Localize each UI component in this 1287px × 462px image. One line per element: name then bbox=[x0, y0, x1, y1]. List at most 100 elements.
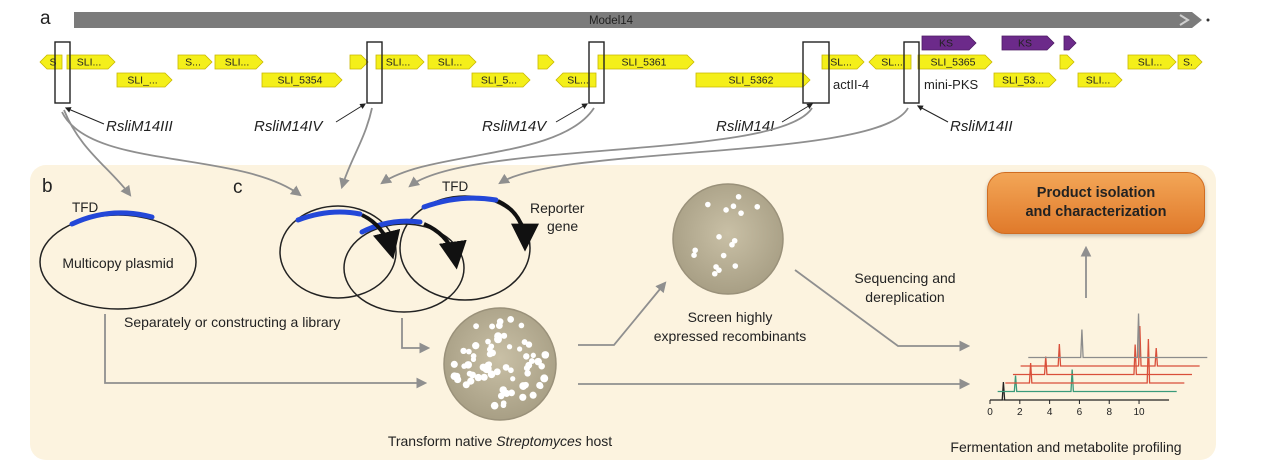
colony-dot bbox=[489, 323, 496, 330]
colony-dot bbox=[716, 234, 722, 240]
pointer-rslim14v bbox=[555, 103, 589, 123]
gene-arrow: SLI_5361 bbox=[597, 54, 695, 70]
flow-to-host bbox=[104, 314, 431, 389]
colony-dot bbox=[494, 332, 502, 341]
chromatogram-trace bbox=[997, 369, 1177, 393]
colony-dot bbox=[705, 201, 711, 208]
colony-dot bbox=[486, 350, 494, 358]
colony-dot bbox=[508, 367, 514, 374]
colony-dot bbox=[713, 264, 719, 270]
gene-arrow: SLI... bbox=[375, 54, 425, 70]
colony-dot bbox=[754, 203, 761, 210]
colony-dot bbox=[730, 203, 737, 210]
flow-arrows-right bbox=[578, 245, 1092, 390]
screen-label-line2: expressed recombinants bbox=[654, 328, 807, 344]
colony-dot bbox=[460, 347, 467, 355]
pointer-rslim14ii bbox=[916, 105, 949, 123]
colony-dot bbox=[487, 370, 496, 379]
model14-track: Model14 bbox=[74, 12, 1210, 28]
gene-label: SLI... bbox=[438, 57, 463, 69]
colony-dot bbox=[472, 341, 480, 350]
gene-arrow bbox=[1059, 54, 1075, 70]
gene-arrow bbox=[537, 54, 555, 70]
colony-dot bbox=[540, 374, 549, 383]
gene-label: SLI_53... bbox=[1002, 75, 1044, 87]
actII-4-label: actII-4 bbox=[833, 77, 869, 92]
reporter-gene-label-line2: gene bbox=[547, 218, 578, 234]
colony-dot bbox=[473, 323, 480, 330]
screen-label-line1: Screen highly bbox=[688, 309, 773, 325]
gene-label: S... bbox=[185, 57, 201, 69]
ks-label: KS bbox=[1018, 38, 1032, 50]
promoter-box-rslim14i bbox=[802, 41, 830, 104]
gene-arrow: SLI_5362 bbox=[695, 72, 811, 88]
promoter-box-rslim14iii bbox=[54, 41, 71, 104]
colony-dot bbox=[692, 247, 698, 254]
colony-dot bbox=[496, 318, 504, 325]
chromatogram-trace bbox=[1005, 338, 1185, 384]
sequencing-label-line2: dereplication bbox=[865, 289, 944, 305]
colony-dot bbox=[500, 402, 507, 409]
pointer-rslim14iii bbox=[64, 107, 105, 125]
chromatogram-trace bbox=[1020, 325, 1200, 367]
colony-dot bbox=[466, 348, 472, 355]
axis-tick-label: 8 bbox=[1106, 407, 1112, 418]
colony-dot bbox=[536, 358, 542, 365]
gene-arrow: SLI... bbox=[427, 54, 477, 70]
chromatogram-trace bbox=[1012, 344, 1192, 376]
gene-label: SLI_5362 bbox=[729, 75, 774, 87]
colony-dot bbox=[469, 371, 476, 379]
colony-dot bbox=[488, 343, 495, 350]
colony-dot bbox=[519, 393, 527, 401]
promoter-label-rslim14v: RsliM14V bbox=[482, 118, 548, 135]
gene-arrow: SL... bbox=[821, 54, 865, 70]
colony-dot bbox=[525, 361, 533, 369]
multicopy-plasmid-label: Multicopy plasmid bbox=[62, 255, 173, 271]
gene-label: SLI... bbox=[77, 57, 102, 69]
gene-arrow: SLI... bbox=[1077, 72, 1123, 88]
transform-petri-dish bbox=[443, 307, 557, 421]
product-isolation-box: Product isolation and characterization bbox=[987, 172, 1205, 234]
promoter-label-rslim14ii: RsliM14II bbox=[950, 118, 1013, 135]
pointer-rslim14i bbox=[781, 103, 814, 123]
colony-dot bbox=[530, 352, 536, 358]
gene-label: SLI_... bbox=[127, 75, 157, 87]
multicopy-plasmid bbox=[39, 210, 197, 310]
ks-gene-arrow bbox=[1063, 35, 1077, 51]
promoter-label-rslim14iii: RsliM14III bbox=[106, 118, 173, 135]
ks-gene-arrow: KS bbox=[921, 35, 977, 51]
ks-label: KS bbox=[939, 38, 953, 50]
gene-label: SLI_5354 bbox=[278, 75, 323, 87]
colony-dot bbox=[467, 377, 475, 385]
panel-letter-c: c bbox=[233, 177, 243, 198]
gene-arrow: S bbox=[39, 54, 63, 70]
gene-arrow: SLI... bbox=[1127, 54, 1177, 70]
gene-arrow: SLI_5354 bbox=[261, 72, 343, 88]
colony-dot bbox=[493, 368, 501, 376]
fermentation-label: Fermentation and metabolite profiling bbox=[950, 439, 1181, 455]
screening-petri-dish bbox=[672, 183, 784, 295]
colony-dot bbox=[470, 356, 477, 362]
colony-dot bbox=[483, 364, 492, 373]
colony-dot bbox=[720, 252, 727, 259]
colony-dot bbox=[522, 381, 529, 389]
colony-dot bbox=[506, 344, 513, 350]
axis-tick-label: 6 bbox=[1077, 407, 1083, 418]
gene-arrow: SL... bbox=[555, 72, 597, 88]
axis-tick-label: 0 bbox=[987, 407, 993, 418]
colony-dot bbox=[507, 315, 515, 323]
panel-letter-b: b bbox=[42, 176, 53, 197]
transform-host-label: Transform native Streptomyces host bbox=[388, 433, 612, 449]
gene-arrow: SLI... bbox=[214, 54, 264, 70]
panel-letter-a: a bbox=[40, 8, 51, 29]
gene-label: S. bbox=[1183, 57, 1193, 69]
colony-dot bbox=[731, 237, 738, 244]
gene-arrow: SLI_53... bbox=[993, 72, 1057, 88]
axis-tick-label: 2 bbox=[1017, 407, 1023, 418]
gene-arrow: S... bbox=[177, 54, 213, 70]
gene-label: SL... bbox=[881, 57, 903, 69]
colony-dot bbox=[497, 392, 505, 400]
colony-dot bbox=[502, 364, 510, 371]
colony-dot bbox=[490, 401, 499, 410]
